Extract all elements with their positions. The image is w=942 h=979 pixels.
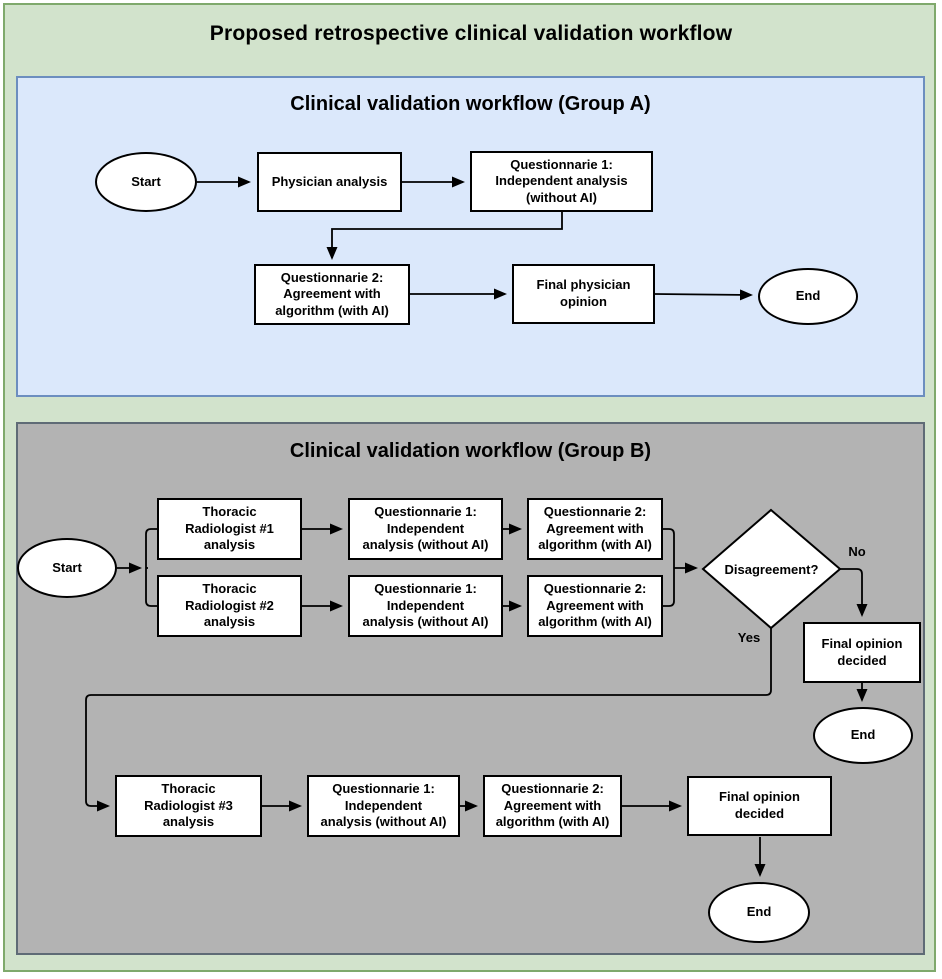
group-b-title: Clinical validation workflow (Group B) <box>289 440 652 462</box>
group-a-panel <box>16 76 925 397</box>
figure-title: Proposed retrospective clinical validati… <box>209 22 733 45</box>
edge-b-yes-branch <box>85 628 772 812</box>
node-b-radiologist1: Thoracic Radiologist #1 analysis <box>157 498 302 560</box>
edge-a-q1-to-q2 <box>326 212 563 260</box>
node-b-questionnaire1-row2: Questionnarie 1: Independent analysis (w… <box>348 575 503 637</box>
edge-b-no-branch <box>840 568 868 617</box>
edge-a-final-to-end <box>654 289 753 301</box>
edge-b-split-bracket <box>145 528 157 607</box>
node-a-physician-analysis: Physician analysis <box>257 152 402 212</box>
node-b-questionnaire1-row3: Questionnarie 1: Independent analysis (w… <box>307 775 460 837</box>
node-b-final-opinion-no: Final opinion decided <box>803 622 921 683</box>
node-b-questionnaire1-row1: Questionnarie 1: Independent analysis (w… <box>348 498 503 560</box>
edge-label-no: No <box>848 543 866 559</box>
node-b-start: Start <box>17 538 117 598</box>
edge-label-yes: Yes <box>737 629 761 645</box>
node-b-decision-label: Disagreement? <box>724 561 819 577</box>
node-a-final-opinion: Final physician opinion <box>512 264 655 324</box>
node-b-radiologist2: Thoracic Radiologist #2 analysis <box>157 575 302 637</box>
node-b-radiologist3: Thoracic Radiologist #3 analysis <box>115 775 262 837</box>
node-b-end-yes: End <box>708 882 810 943</box>
edge-b-merge-bracket <box>663 528 675 607</box>
node-b-questionnaire2-row1: Questionnarie 2: Agreement with algorith… <box>527 498 663 560</box>
node-a-end: End <box>758 268 858 325</box>
node-a-start: Start <box>95 152 197 212</box>
node-a-questionnaire2: Questionnarie 2: Agreement with algorith… <box>254 264 410 325</box>
node-b-questionnaire2-row3: Questionnarie 2: Agreement with algorith… <box>483 775 622 837</box>
group-a-title: Clinical validation workflow (Group A) <box>290 93 651 115</box>
node-b-questionnaire2-row2: Questionnarie 2: Agreement with algorith… <box>527 575 663 637</box>
node-b-end-no: End <box>813 707 913 764</box>
node-b-final-opinion-yes: Final opinion decided <box>687 776 832 836</box>
node-a-questionnaire1: Questionnarie 1: Independent analysis (w… <box>470 151 653 212</box>
